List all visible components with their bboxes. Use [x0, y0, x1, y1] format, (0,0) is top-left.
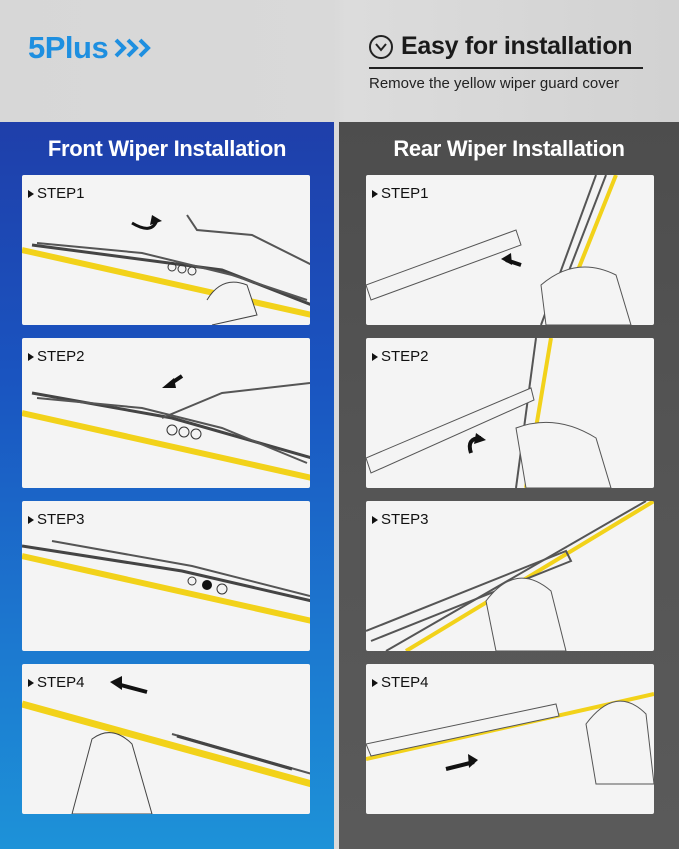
- headline-subtitle: Remove the yellow wiper guard cover: [369, 74, 620, 92]
- step-label: STEP2: [381, 348, 429, 365]
- check-circle-icon: [369, 34, 393, 59]
- rear-step-3-card: STEP3: [366, 501, 654, 651]
- triangle-bullet-icon: [372, 352, 378, 361]
- headline-divider: [369, 67, 643, 69]
- step-label: STEP1: [37, 185, 85, 202]
- triangle-bullet-icon: [28, 352, 34, 361]
- rear-step-3-illustration: [366, 501, 654, 651]
- rear-panel-title: Rear Wiper Installation: [393, 136, 625, 161]
- triangle-bullet-icon: [372, 515, 378, 524]
- triangle-bullet-icon: [372, 189, 378, 198]
- triangle-bullet-icon: [372, 678, 378, 687]
- step-label: STEP3: [37, 511, 85, 528]
- triangle-bullet-icon: [28, 189, 34, 198]
- rear-wiper-panel: Rear Wiper Installation STEP1 STEP2 STEP…: [339, 122, 679, 849]
- triangle-bullet-icon: [28, 678, 34, 687]
- brand-name: 5Plus: [28, 30, 109, 65]
- rear-step-2-card: STEP2: [366, 338, 654, 488]
- front-panel-title: Front Wiper Installation: [47, 136, 287, 161]
- step-label: STEP2: [37, 348, 85, 365]
- step-label: STEP1: [381, 185, 429, 202]
- step-label: STEP4: [381, 674, 429, 691]
- step-label: STEP3: [381, 511, 429, 528]
- step-label: STEP4: [37, 674, 85, 691]
- front-step-1-illustration: [22, 214, 310, 325]
- triple-chevron-right-icon: [114, 37, 154, 59]
- rear-step-2-illustration: [366, 338, 612, 488]
- front-step-4-card: STEP4: [22, 664, 310, 814]
- brand-logo: 5Plus: [28, 30, 154, 66]
- front-step-3-illustration: [22, 540, 310, 624]
- rear-step-4-card: STEP4: [366, 664, 654, 814]
- rear-step-1-card: STEP1: [366, 175, 654, 325]
- front-step-2-card: STEP2: [22, 338, 310, 488]
- triangle-bullet-icon: [28, 515, 34, 524]
- front-step-4-illustration: [22, 676, 310, 814]
- installation-headline: Easy for installation Remove the yellow …: [369, 32, 659, 92]
- rear-step-1-illustration: [366, 175, 632, 325]
- rear-step-4-illustration: [366, 692, 654, 785]
- front-step-1-card: STEP1: [22, 175, 310, 325]
- front-step-3-card: STEP3: [22, 501, 310, 651]
- front-wiper-panel: Front Wiper Installation STEP1 STEP2 STE…: [0, 122, 334, 849]
- headline-title: Easy for installation: [401, 32, 633, 60]
- front-step-2-illustration: [22, 374, 310, 481]
